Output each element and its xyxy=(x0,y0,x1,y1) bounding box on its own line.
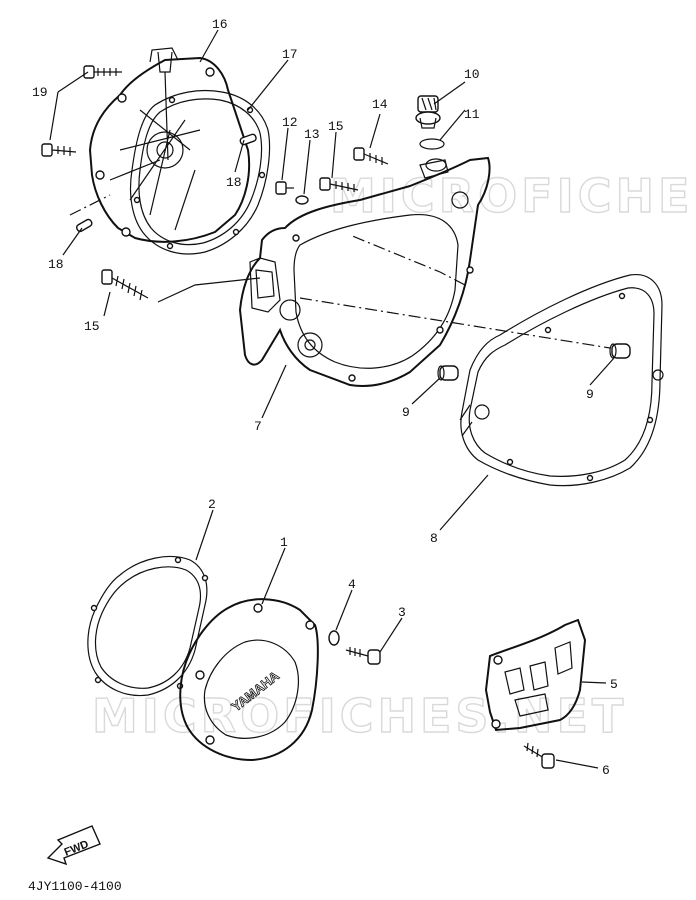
label-15-lower: 15 xyxy=(84,319,100,334)
bolt-12 xyxy=(275,181,294,195)
label-8: 8 xyxy=(430,531,438,546)
label-11: 11 xyxy=(464,107,480,122)
bolt-19-upper xyxy=(83,65,122,79)
label-10: 10 xyxy=(464,67,480,82)
label-15-upper: 15 xyxy=(328,119,344,134)
diagram-code: 4JY1100-4100 xyxy=(28,879,122,894)
label-9-center: 9 xyxy=(402,405,410,420)
label-6: 6 xyxy=(602,763,610,778)
alignment-line-2 xyxy=(349,234,466,286)
label-16: 16 xyxy=(212,17,228,32)
bolt-15-lower xyxy=(101,269,149,301)
oil-filler-cap-10 xyxy=(415,95,441,129)
label-1: 1 xyxy=(280,535,288,550)
watermark-top: MICROFICHES.NET xyxy=(330,169,696,223)
bolt-3 xyxy=(345,647,381,665)
label-18-left: 18 xyxy=(48,257,64,272)
o-ring-11 xyxy=(419,138,445,150)
dowel-pin-9-right xyxy=(609,343,631,359)
dowel-pin-9-center xyxy=(437,365,459,381)
label-19: 19 xyxy=(32,85,48,100)
label-12: 12 xyxy=(282,115,298,130)
clutch-cover-gasket xyxy=(129,89,271,255)
alignment-line-1 xyxy=(299,297,611,349)
label-7: 7 xyxy=(254,419,262,434)
label-2: 2 xyxy=(208,497,216,512)
sprocket-guard xyxy=(484,618,587,732)
label-14: 14 xyxy=(372,97,388,112)
dowel-pin-18-right xyxy=(239,133,257,146)
fwd-arrow-icon: FWD xyxy=(46,825,101,866)
bolt-15-upper xyxy=(319,177,359,192)
label-3: 3 xyxy=(398,605,406,620)
crankcase-cover-gasket xyxy=(459,274,664,487)
leader-lines xyxy=(49,29,615,769)
alignment-line-4 xyxy=(157,277,261,303)
bolt-6 xyxy=(523,742,555,769)
magneto-cover-gasket xyxy=(87,555,209,697)
label-18-right: 18 xyxy=(226,175,242,190)
label-13: 13 xyxy=(304,127,320,142)
label-4: 4 xyxy=(348,577,356,592)
label-9-right: 9 xyxy=(586,387,594,402)
washer-4 xyxy=(328,630,340,646)
clutch-cover-outer xyxy=(88,47,251,243)
crankcase-cover xyxy=(238,156,491,387)
watermark-bottom: MICROFICHES.NET xyxy=(92,689,627,743)
bolt-14 xyxy=(353,147,389,165)
dowel-pin-18-left xyxy=(75,218,93,233)
alignment-line-3 xyxy=(69,194,111,216)
label-5: 5 xyxy=(610,677,618,692)
washer-13 xyxy=(295,195,309,205)
label-17: 17 xyxy=(282,47,298,62)
bolt-19-lower xyxy=(41,143,77,157)
